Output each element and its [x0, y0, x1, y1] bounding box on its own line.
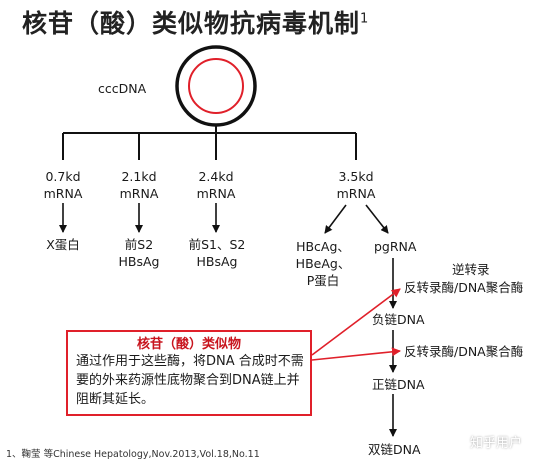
arrow-to-pgrna: [365, 204, 389, 234]
callout-title: 核苷（酸）类似物: [136, 337, 241, 352]
rt-enzyme-label-1: 反转录酶/DNA聚合酶: [404, 280, 524, 295]
callout-body: 通过作用于这些酶，将DNA 合成时不需要的外来药源性底物聚合到DNA链上并阻断其…: [76, 354, 304, 407]
reverse-transcription-label: 逆转录: [452, 262, 490, 277]
rt-enzyme-label-2: 反转录酶/DNA聚合酶: [404, 344, 524, 359]
nucleoside-analog-callout: 核苷（酸）类似物 通过作用于这些酶，将DNA 合成时不需要的外来药源性底物聚合到…: [66, 330, 312, 416]
watermark: 知乎用户: [470, 436, 523, 451]
cccdna-inner-ring: [188, 58, 244, 114]
cccdna-label: cccDNA: [98, 81, 147, 96]
product-x-protein: X蛋白: [46, 237, 80, 252]
arrow-to-proteins: [324, 204, 347, 234]
page-title: 核苷（酸）类似物抗病毒机制1: [22, 9, 370, 38]
pgrna-label: pgRNA: [374, 239, 417, 254]
negative-strand-label: 负链DNA: [372, 312, 425, 327]
red-arrow-2: [311, 347, 401, 361]
footnote: 1、鞠莹 等Chinese Hepatology,Nov.2013,Vol.18…: [6, 449, 260, 460]
positive-strand-label: 正链DNA: [372, 377, 425, 392]
product-core-proteins: HBcAg、HBeAg、P蛋白: [295, 239, 351, 288]
red-arrow-1: [311, 288, 401, 356]
double-strand-label: 双链DNA: [368, 442, 421, 457]
